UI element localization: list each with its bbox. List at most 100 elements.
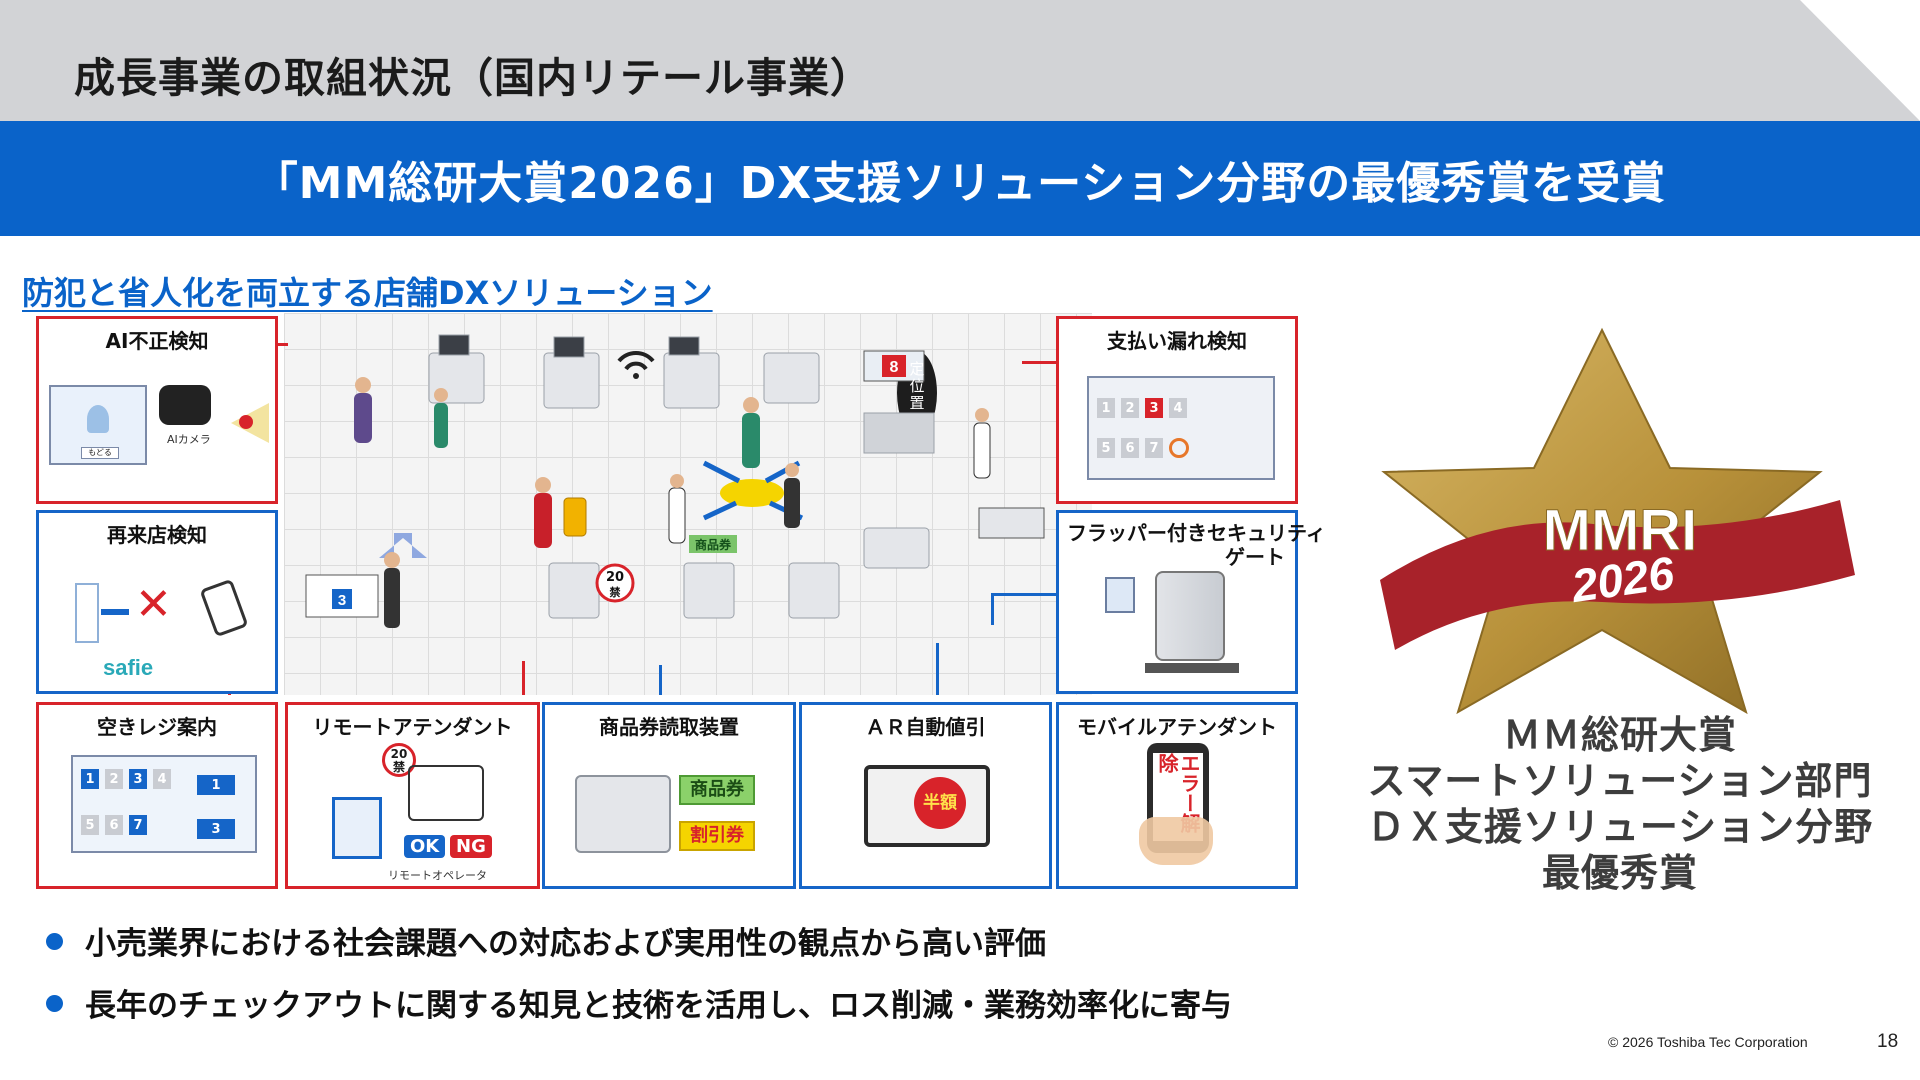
ok-button-illustration: OK xyxy=(404,835,446,858)
award-line: 最優秀賞 xyxy=(1541,851,1698,895)
headline-text: 「MM総研大賞2026」DX支援ソリューション分野の最優秀賞を受賞 xyxy=(253,157,1667,209)
bullet-text: 小売業界における社会課題への対応および実用性の観点から高い評価 xyxy=(85,926,1046,962)
register-summary-number: 1 xyxy=(197,775,235,795)
entrance-gate-icon xyxy=(75,583,99,643)
headline-banner: 「MM総研大賞2026」DX支援ソリューション分野の最優秀賞を受賞 xyxy=(0,121,1920,236)
staff-call-icon xyxy=(1169,438,1189,458)
header-band: 成長事業の取組状況（国内リテール事業） xyxy=(0,0,1920,121)
bullet-text: 長年のチェックアウトに関する知見と技術を活用し、ロス削減・業務効率化に寄与 xyxy=(85,988,1232,1024)
register-number: 6 xyxy=(105,815,123,835)
register-number: 1 xyxy=(81,769,99,789)
voucher-reader-title: 商品券読取装置 xyxy=(599,715,739,739)
revisit-detection-title: 再来店検知 xyxy=(107,523,207,547)
award-line: スマートソリューション部門 xyxy=(1367,759,1873,803)
register-number: 5 xyxy=(81,815,99,835)
customer-id-photo xyxy=(332,797,382,859)
award-text: ＭＭ総研大賞 スマートソリューション部門 ＤＸ支援ソリューション分野 最優秀賞 xyxy=(1340,712,1900,896)
mmri-logo-text: MMRI xyxy=(1543,498,1698,563)
connector-line xyxy=(991,593,994,625)
ai-fraud-detection-title: AI不正検知 xyxy=(105,329,209,353)
age-restriction-badge: 20禁 xyxy=(382,743,416,777)
register-number: 4 xyxy=(1169,398,1187,418)
section-subtitle: 防犯と省人化を両立する店舗DXソリューション xyxy=(22,274,713,312)
remote-attendant-box: リモートアテンダント 20禁 OK NG リモートオペレータ xyxy=(285,702,540,889)
award-emblem: MMRI 2026 ＭＭ総研大賞 スマートソリューション部門 ＤＸ支援ソリューシ… xyxy=(1340,320,1900,940)
gold-star-icon xyxy=(1381,327,1823,715)
mobile-attendant-title: モバイルアテンダント xyxy=(1077,715,1277,739)
gate-base xyxy=(1145,663,1239,673)
bullet-dot-icon xyxy=(46,995,63,1012)
register-number: 1 xyxy=(1097,398,1115,418)
staff-icon xyxy=(87,405,109,433)
page-title: 成長事業の取組状況（国内リテール事業） xyxy=(74,54,872,102)
voucher-reader-box: 商品券読取装置 商品券 割引券 xyxy=(542,702,796,889)
screen-back-button: もどる xyxy=(81,447,119,459)
register-number: 5 xyxy=(1097,438,1115,458)
connector-line xyxy=(522,661,525,695)
register-number: 7 xyxy=(1145,438,1163,458)
register-status-board: 1 2 3 4 5 6 7 1 3 xyxy=(71,755,257,853)
remote-operator-label: リモートオペレータ xyxy=(388,869,487,882)
security-gate-title-1: フラッパー付きセキュリティ xyxy=(1067,521,1326,545)
ai-camera-icon xyxy=(159,385,211,425)
half-price-sticker: 半額 xyxy=(914,777,966,829)
kiosk-screen-illustration: もどる xyxy=(49,385,147,465)
receipt-scan-icon xyxy=(1105,577,1135,613)
safie-logo: safie xyxy=(103,655,154,680)
shoppers xyxy=(354,377,991,628)
copyright-text: © 2026 Toshiba Tec Corporation xyxy=(1608,1034,1808,1050)
discount-ticket-tag: 割引券 xyxy=(679,821,755,851)
red-ribbon xyxy=(1380,500,1855,650)
award-line: ＤＸ支援ソリューション分野 xyxy=(1366,805,1874,849)
register-alert-board: 1 2 3 4 5 6 7 xyxy=(1087,376,1275,480)
voucher-tag: 商品券 xyxy=(679,775,755,805)
ai-camera-label: AIカメラ xyxy=(167,433,211,446)
mobile-attendant-box: モバイルアテンダント エラー解除 xyxy=(1056,702,1298,889)
connector-line xyxy=(1022,361,1060,364)
register-number: 3 xyxy=(129,769,147,789)
register-number: 6 xyxy=(1121,438,1139,458)
security-gate-title-2: ゲート xyxy=(1225,545,1285,569)
arrow-right-icon xyxy=(101,609,129,615)
bullet-item: 長年のチェックアウトに関する知見と技術を活用し、ロス削減・業務効率化に寄与 xyxy=(46,980,1232,1025)
connector-line xyxy=(936,643,939,695)
revisit-detection-box: 再来店検知 ✕ safie xyxy=(36,510,278,694)
bullet-dot-icon xyxy=(46,933,63,950)
floor-kiosk-number: 3 xyxy=(338,592,346,609)
store-floor-illustration: 8 3 20 禁 商品券 定位置 xyxy=(284,313,1092,695)
svg-text:20: 20 xyxy=(606,570,624,585)
register-number-alert: 3 xyxy=(1145,398,1163,418)
voucher-reader-device xyxy=(575,775,671,853)
store-dx-diagram: 8 3 20 禁 商品券 定位置 AI不正検知 もどる AIカメラ xyxy=(36,313,1326,889)
bullet-item: 小売業界における社会課題への対応および実用性の観点から高い評価 xyxy=(46,918,1046,963)
header-corner-cut xyxy=(1800,0,1920,121)
vacant-register-guide-box: 空きレジ案内 1 2 3 4 5 6 7 1 3 xyxy=(36,702,278,889)
ar-auto-discount-title: ＡＲ自動値引 xyxy=(865,715,986,739)
mmri-award-star: MMRI 2026 xyxy=(1380,327,1855,715)
smartphone-alarm-icon xyxy=(199,578,249,638)
svg-text:商品券: 商品券 xyxy=(695,537,732,552)
floor-scene: 8 3 20 禁 商品券 xyxy=(305,334,1045,628)
register-number: 2 xyxy=(1121,398,1139,418)
floor-alert-number: 8 xyxy=(890,359,899,376)
svg-text:禁: 禁 xyxy=(610,585,621,599)
cross-mark-icon: ✕ xyxy=(135,579,172,630)
security-gate-device xyxy=(1155,571,1225,661)
ar-auto-discount-box: ＡＲ自動値引 半額 xyxy=(799,702,1052,889)
register-number: 7 xyxy=(129,815,147,835)
page-number: 18 xyxy=(1877,1031,1899,1052)
kiosk-top-row xyxy=(428,334,820,409)
remote-attendant-title: リモートアテンダント xyxy=(312,715,513,739)
ng-button-illustration: NG xyxy=(450,835,492,858)
payment-omission-detection-title: 支払い漏れ検知 xyxy=(1107,329,1247,353)
fixed-position-label: 定位置 xyxy=(909,360,925,412)
ai-fraud-detection-box: AI不正検知 もどる AIカメラ xyxy=(36,316,278,504)
wifi-icon xyxy=(617,350,655,371)
connector-line xyxy=(991,593,1061,596)
alert-lamp-icon xyxy=(239,415,253,429)
flapper-security-gate-box: フラッパー付きセキュリティ ゲート xyxy=(1056,510,1326,694)
connector-line xyxy=(659,665,662,695)
vacant-register-guide-title: 空きレジ案内 xyxy=(97,715,217,739)
hand-icon xyxy=(1139,817,1213,865)
register-number: 2 xyxy=(105,769,123,789)
